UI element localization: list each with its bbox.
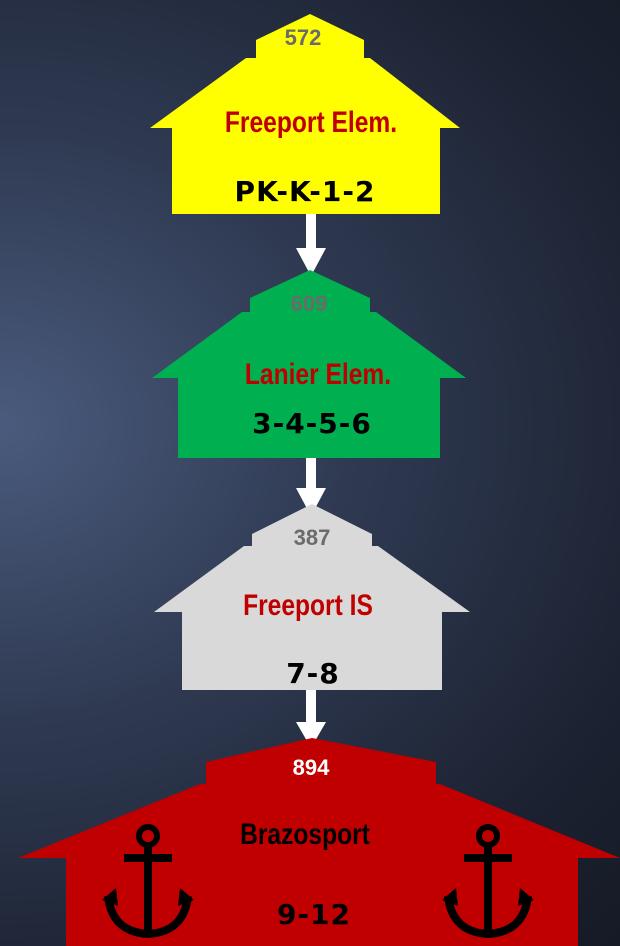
grade-levels: 9-12 — [277, 898, 351, 931]
grade-levels: PK-K-1-2 — [235, 175, 376, 208]
enrollment-count: 387 — [294, 525, 331, 550]
school-house-freeport-elem — [150, 14, 460, 214]
school-house-lanier-elem — [152, 270, 466, 458]
school-house-freeport-is — [154, 504, 470, 690]
flow-arrow-1 — [296, 210, 326, 276]
enrollment-count: 572 — [285, 25, 322, 50]
school-house-brazosport — [18, 738, 620, 946]
enrollment-count: 894 — [293, 755, 330, 780]
anchor-icon — [102, 824, 194, 939]
house-shape — [154, 504, 470, 690]
grade-levels: 7-8 — [286, 657, 340, 690]
school-name: Lanier Elem. — [245, 357, 391, 391]
school-name: Brazosport — [240, 817, 370, 851]
anchor-icon — [442, 824, 534, 939]
enrollment-count: 609 — [291, 291, 328, 316]
house-shape — [18, 738, 620, 946]
school-name: Freeport IS — [243, 588, 373, 622]
house-shape — [152, 270, 466, 458]
house-shape — [150, 14, 460, 214]
school-name: Freeport Elem. — [225, 105, 397, 139]
flow-arrow-2 — [296, 452, 326, 516]
grade-levels: 3-4-5-6 — [252, 407, 372, 440]
flow-arrow-3 — [296, 684, 326, 748]
